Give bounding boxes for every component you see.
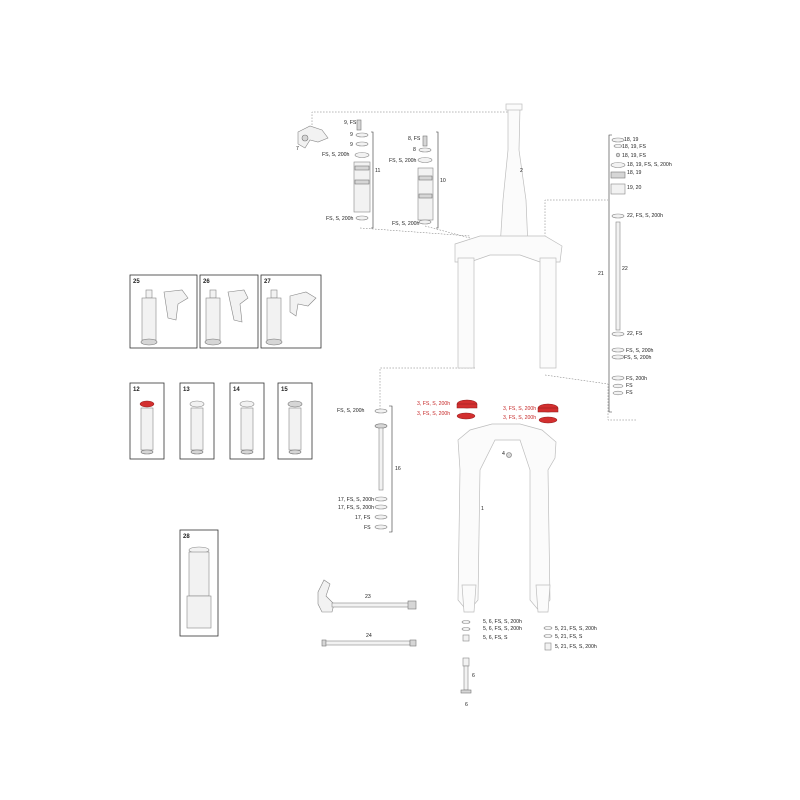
label-r3: 18, 19, FS <box>622 153 646 159</box>
label-9b: 9 <box>350 142 353 148</box>
label-part-11: 11 <box>375 168 380 174</box>
label-red-1a: 3, FS, S, 200h <box>417 401 450 407</box>
label-r2: 18, 19, FS <box>622 144 646 150</box>
box-14-number: 14 <box>233 387 240 393</box>
label-bl3: 5, 6, FS, S <box>483 635 508 641</box>
label-17c: 17, FS <box>355 515 371 521</box>
kit-box-28: 28 <box>179 529 219 637</box>
label-r1: 18, 19 <box>624 137 639 143</box>
kit-box-25: 25 <box>129 274 198 349</box>
lower-leg-1: 4 1 <box>457 423 557 613</box>
leader-lines <box>311 111 636 421</box>
label-br3: 5, 21, FS, S, 200h <box>555 644 597 650</box>
label-9-fs-200: FS, S, 200h <box>322 152 350 158</box>
bolts-right-group: 5, 21, FS, S, 200h 5, 21, FS, S 5, 21, F… <box>543 626 597 651</box>
label-part-16: 16 <box>395 466 401 472</box>
steerer-crown-assembly: 2 <box>454 103 563 369</box>
axle-23: 23 <box>317 579 417 613</box>
damper-10-stack: 8, FS 8 FS, S, 200h 10 FS, S, 200h <box>389 131 446 229</box>
label-17b: 17, FS, S, 200h <box>338 505 374 511</box>
label-red-2a: 3, FS, S, 200h <box>503 406 536 412</box>
shaft-16-assembly: FS, S, 200h 16 17, FS, S, 200h 17, FS, S… <box>337 405 401 533</box>
box-26-number: 26 <box>203 279 210 285</box>
bolts-left-group: 5, 6, FS, S, 200h 5, 6, FS, S, 200h 5, 6… <box>460 619 522 708</box>
label-r6: 19, 20 <box>627 185 642 191</box>
kit-box-13: 13 <box>179 382 215 460</box>
label-part-23: 23 <box>365 594 371 600</box>
label-bl6b: 6 <box>465 702 468 708</box>
label-part-10: 10 <box>440 178 446 184</box>
axle-24: 24 <box>321 633 417 647</box>
label-r7: 22, FS, S, 200h <box>627 213 663 219</box>
label-17d: FS <box>364 525 371 531</box>
box-13-number: 13 <box>183 387 190 393</box>
label-8: 8 <box>413 147 416 153</box>
label-r13: FS <box>626 390 633 396</box>
label-r9: FS, S, 200h <box>626 348 654 354</box>
red-seals-right: 3, FS, S, 200h 3, FS, S, 200h <box>503 403 559 424</box>
box-12-number: 12 <box>133 387 140 393</box>
label-br2: 5, 21, FS, S <box>555 634 583 640</box>
kit-box-27: 27 <box>260 274 322 349</box>
box-28-number: 28 <box>183 534 190 540</box>
label-part-24: 24 <box>366 633 372 639</box>
red-seals-left: 3, FS, S, 200h 3, FS, S, 200h <box>417 399 478 420</box>
label-bl6: 6 <box>472 673 475 679</box>
box-25-number: 25 <box>133 279 140 285</box>
label-part-2: 2 <box>520 168 523 174</box>
remote-lever-7: 7 <box>296 125 329 152</box>
label-part-21: 21 <box>598 271 604 277</box>
label-part-1: 1 <box>481 506 484 512</box>
kit-box-15: 15 <box>277 382 313 460</box>
spring-column-21: 18, 19 18, 19, FS 18, 19, FS 18, 19, FS,… <box>598 134 672 413</box>
label-red-2b: 3, FS, S, 200h <box>503 415 536 421</box>
label-part-22: 22 <box>622 266 628 272</box>
label-bl1: 5, 6, FS, S, 200h <box>483 619 522 625</box>
label-bl2: 5, 6, FS, S, 200h <box>483 626 522 632</box>
label-part-4: 4 <box>502 451 505 457</box>
label-r4: 18, 19, FS, S, 200h <box>627 162 672 168</box>
label-r10: FS, S, 200h <box>624 355 652 361</box>
box-15-number: 15 <box>281 387 288 393</box>
damper-11-stack: 9, FS 9 9 FS, S, 200h 11 FS, S, 200h <box>322 119 380 229</box>
label-10-fs: FS, S, 200h <box>392 221 420 227</box>
label-r8: 22, FS <box>627 331 643 337</box>
label-br1: 5, 21, FS, S, 200h <box>555 626 597 632</box>
label-r12: FS <box>626 383 633 389</box>
label-8-fs: 8, FS <box>408 136 421 142</box>
label-9-fs: 9, FS <box>344 120 357 126</box>
label-r5: 18, 19 <box>627 170 642 176</box>
label-9a: 9 <box>350 132 353 138</box>
label-11-fs: FS, S, 200h <box>326 216 354 222</box>
box-27-number: 27 <box>264 279 271 285</box>
label-16-top: FS, S, 200h <box>337 408 365 414</box>
kit-box-12: 12 <box>129 382 165 460</box>
kit-box-14: 14 <box>229 382 265 460</box>
label-r11: FS, 200h <box>626 376 647 382</box>
label-8-fs-200: FS, S, 200h <box>389 158 417 164</box>
label-17a: 17, FS, S, 200h <box>338 497 374 503</box>
label-red-1b: 3, FS, S, 200h <box>417 411 450 417</box>
label-part-7: 7 <box>296 146 299 152</box>
kit-box-26: 26 <box>199 274 259 349</box>
